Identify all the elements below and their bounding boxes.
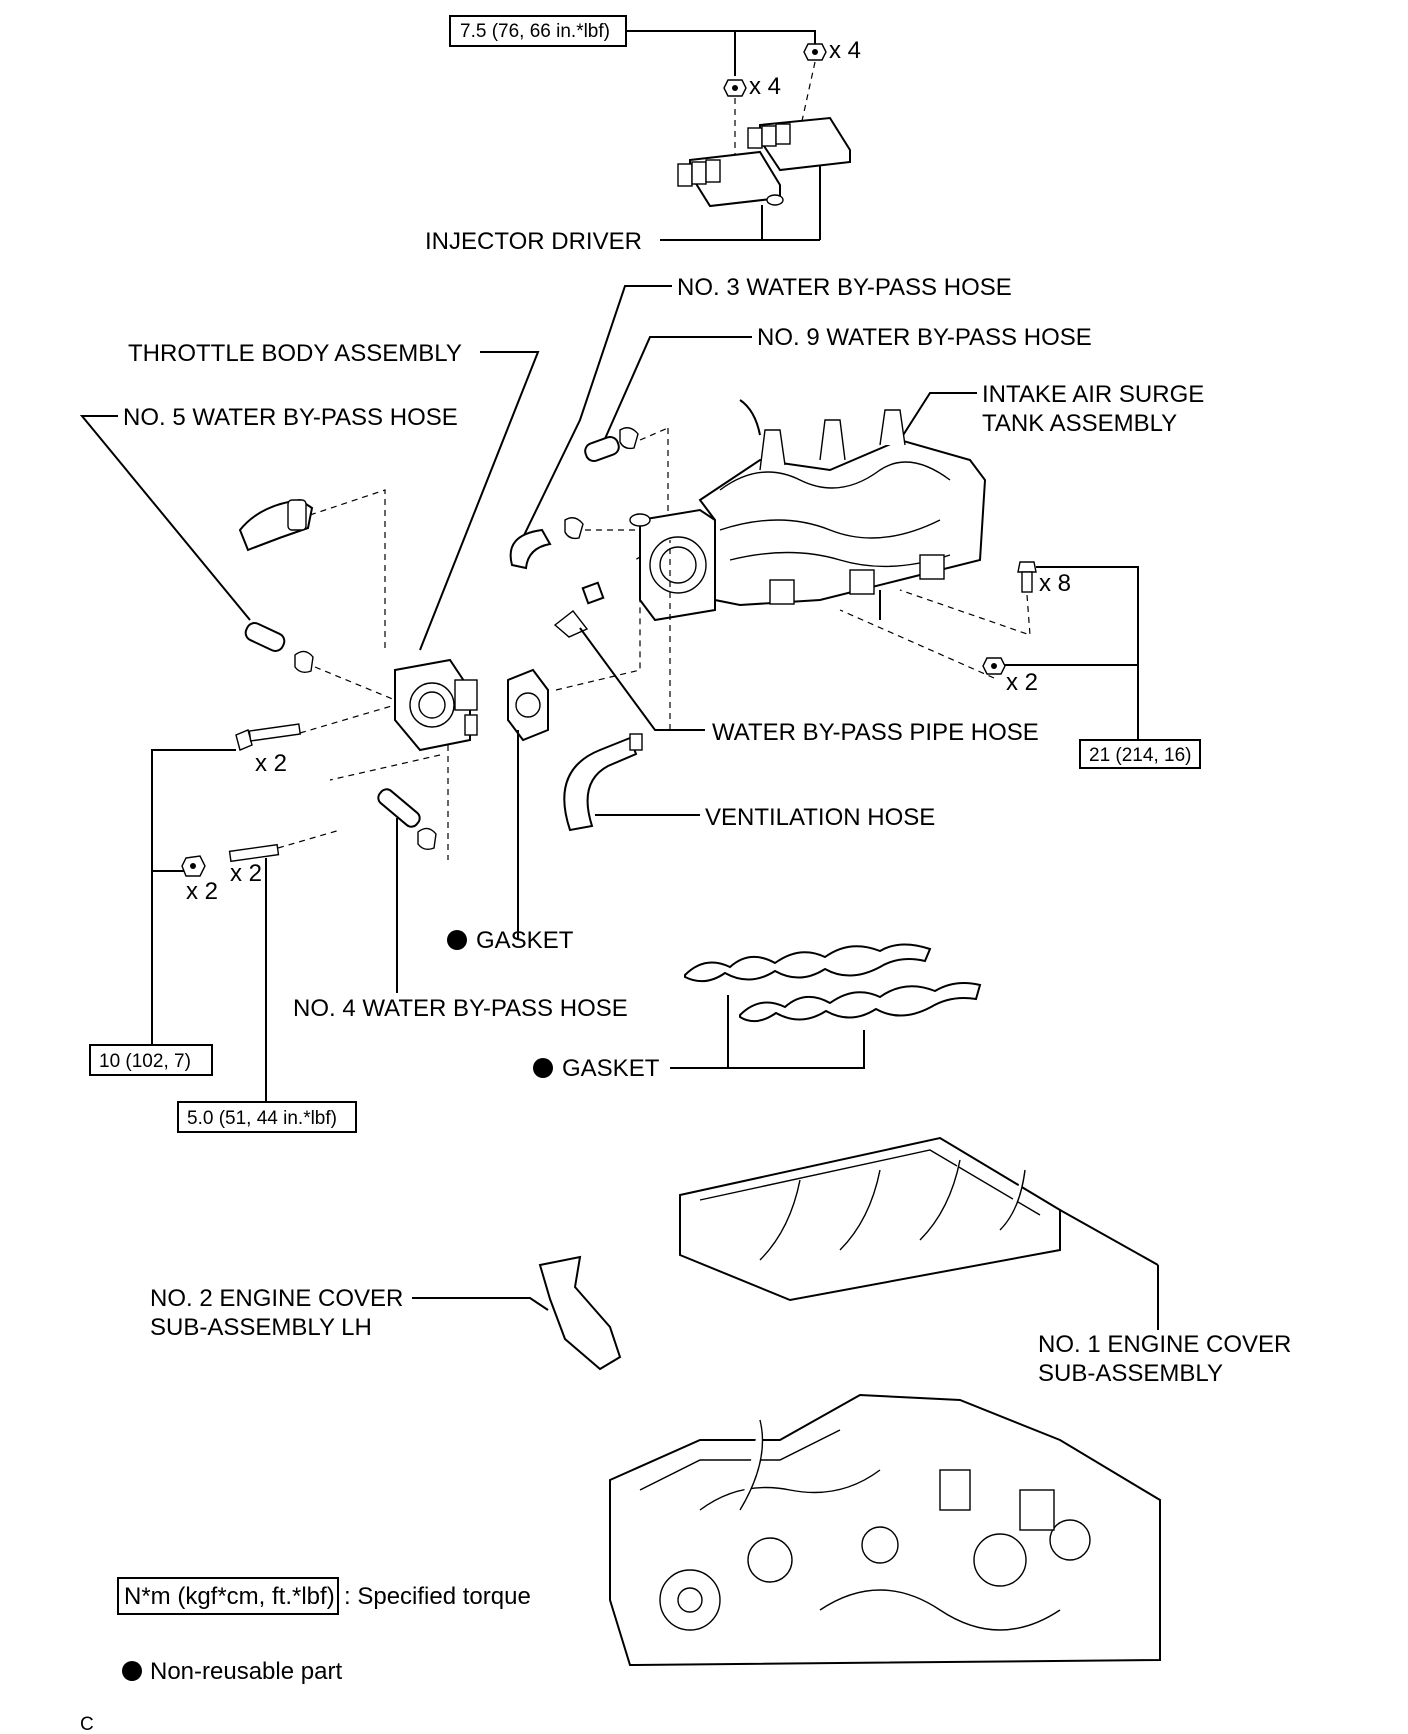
qty-x4-lower: x 4 bbox=[749, 73, 781, 100]
legend-torque-unit: N*m (kgf*cm, ft.*lbf) bbox=[124, 1583, 335, 1610]
leader-no2-cover bbox=[412, 1297, 549, 1311]
dash-line bbox=[299, 704, 396, 734]
leader-throttle-body bbox=[419, 351, 540, 651]
nonreusable-dot-icon bbox=[447, 930, 467, 950]
line bbox=[1059, 1209, 1159, 1266]
torque-throttle-stud-text: 5.0 (51, 44 in.*lbf) bbox=[187, 1108, 337, 1129]
qty-x2-bolt: x 2 bbox=[255, 750, 287, 777]
leader-pipe-hose bbox=[579, 627, 705, 731]
label-ventilation-hose: VENTILATION HOSE bbox=[705, 804, 935, 831]
torque-box-injector bbox=[449, 15, 627, 47]
torque-box-tank bbox=[1079, 739, 1201, 769]
label-no4-hose: NO. 4 WATER BY-PASS HOSE bbox=[293, 995, 628, 1022]
bolt-icon bbox=[235, 723, 301, 751]
nonreusable-dot-icon bbox=[122, 1661, 142, 1681]
gasket-throttle bbox=[507, 560, 641, 940]
torque-throttle-bolt-text: 10 (102, 7) bbox=[99, 1051, 191, 1072]
footer-code: C bbox=[80, 1714, 94, 1734]
nut-icon bbox=[723, 79, 747, 97]
no1-engine-cover: NO. 1 ENGINE COVER SUB-ASSEMBLY bbox=[679, 1136, 1291, 1387]
intake-surge-tank bbox=[629, 399, 987, 622]
qty-x2-stud: x 2 bbox=[230, 860, 262, 887]
dash-line bbox=[277, 829, 341, 849]
dash-line bbox=[899, 589, 1031, 636]
label-no3-hose: NO. 3 WATER BY-PASS HOSE bbox=[677, 274, 1012, 301]
label-no2-cover-2: SUB-ASSEMBLY LH bbox=[150, 1314, 372, 1341]
pipe-hose-part bbox=[553, 581, 605, 638]
injector-driver-rear bbox=[747, 116, 851, 240]
qty-x2-nut: x 2 bbox=[186, 878, 218, 905]
label-pipe-hose: WATER BY-PASS PIPE HOSE bbox=[712, 719, 1039, 746]
legend-torque-box bbox=[117, 1577, 339, 1615]
label-gasket-lower: GASKET bbox=[562, 1055, 660, 1082]
leader-gasket-lower bbox=[727, 995, 865, 1069]
no4-hose-part: NO. 4 WATER BY-PASS HOSE bbox=[293, 788, 628, 1022]
leader-no9-hose bbox=[599, 336, 752, 451]
nonreusable-dot-icon bbox=[533, 1058, 553, 1078]
leader-no5-hose bbox=[79, 415, 251, 621]
torque-tank-text: 21 (214, 16) bbox=[1089, 745, 1191, 766]
legend-nonreusable-text: Non-reusable part bbox=[150, 1658, 342, 1685]
bolt-icon bbox=[1017, 561, 1037, 593]
surge-tank-fasteners: x 8 x 2 21 (214, 16) bbox=[839, 561, 1201, 769]
qty-x4-upper: x 4 bbox=[829, 37, 861, 64]
label-gasket-upper: GASKET bbox=[476, 927, 574, 954]
label-no2-cover-1: NO. 2 ENGINE COVER bbox=[150, 1285, 403, 1312]
label-surge-tank-2: TANK ASSEMBLY bbox=[982, 410, 1177, 437]
nut-icon bbox=[982, 657, 1006, 675]
nut-icon bbox=[181, 855, 206, 877]
label-no1-cover-2: SUB-ASSEMBLY bbox=[1038, 1360, 1223, 1387]
no2-engine-cover: NO. 2 ENGINE COVER SUB-ASSEMBLY LH bbox=[150, 1255, 622, 1371]
no5-hose-part bbox=[238, 489, 396, 701]
leader-torque-injector-right bbox=[626, 30, 816, 50]
ventilation-hose: VENTILATION HOSE bbox=[563, 733, 935, 832]
legend-torque-text: : Specified torque bbox=[344, 1583, 531, 1610]
nut-icon bbox=[803, 43, 827, 61]
label-no5-hose: NO. 5 WATER BY-PASS HOSE bbox=[123, 404, 458, 431]
gasket-upper-label: GASKET bbox=[447, 927, 574, 954]
label-throttle-body: THROTTLE BODY ASSEMBLY bbox=[128, 340, 462, 367]
no3-hose-part bbox=[509, 517, 640, 570]
leader-no3-hose bbox=[511, 285, 672, 561]
qty-x2-nut-tank: x 2 bbox=[1006, 669, 1038, 696]
qty-x8: x 8 bbox=[1039, 570, 1071, 597]
label-injector-driver: INJECTOR DRIVER bbox=[425, 228, 642, 255]
leader-torque-throttle-bolt bbox=[151, 749, 236, 1045]
torque-injector-text: 7.5 (76, 66 in.*lbf) bbox=[460, 21, 610, 42]
throttle-fasteners: x 2 x 2 x 2 10 (102, 7) 5.0 (51, 44 in.*… bbox=[89, 704, 396, 1133]
engine-block bbox=[609, 1393, 1161, 1667]
throttle-body bbox=[329, 658, 478, 860]
hose-labels-top: NO. 3 WATER BY-PASS HOSE NO. 9 WATER BY-… bbox=[79, 274, 1204, 651]
label-surge-tank-1: INTAKE AIR SURGE bbox=[982, 381, 1204, 408]
stud-icon bbox=[228, 843, 280, 863]
legend: N*m (kgf*cm, ft.*lbf) : Specified torque… bbox=[117, 1577, 531, 1685]
label-no1-cover-1: NO. 1 ENGINE COVER bbox=[1038, 1331, 1291, 1358]
leader-surge-tank bbox=[899, 392, 977, 441]
injector-driver-front bbox=[677, 150, 784, 240]
torque-box-throttle-stud bbox=[177, 1101, 357, 1133]
dash-line bbox=[799, 61, 816, 131]
injector-driver-group: 7.5 (76, 66 in.*lbf) x 4 x 4 bbox=[425, 15, 861, 255]
pipe-hose-leader: WATER BY-PASS PIPE HOSE bbox=[579, 540, 1039, 746]
dash-line bbox=[839, 609, 995, 679]
intake-gaskets: GASKET bbox=[533, 943, 982, 1082]
label-no9-hose: NO. 9 WATER BY-PASS HOSE bbox=[757, 324, 1092, 351]
torque-box-throttle-bolt bbox=[89, 1044, 213, 1076]
leader-torque-tank bbox=[1005, 566, 1139, 666]
